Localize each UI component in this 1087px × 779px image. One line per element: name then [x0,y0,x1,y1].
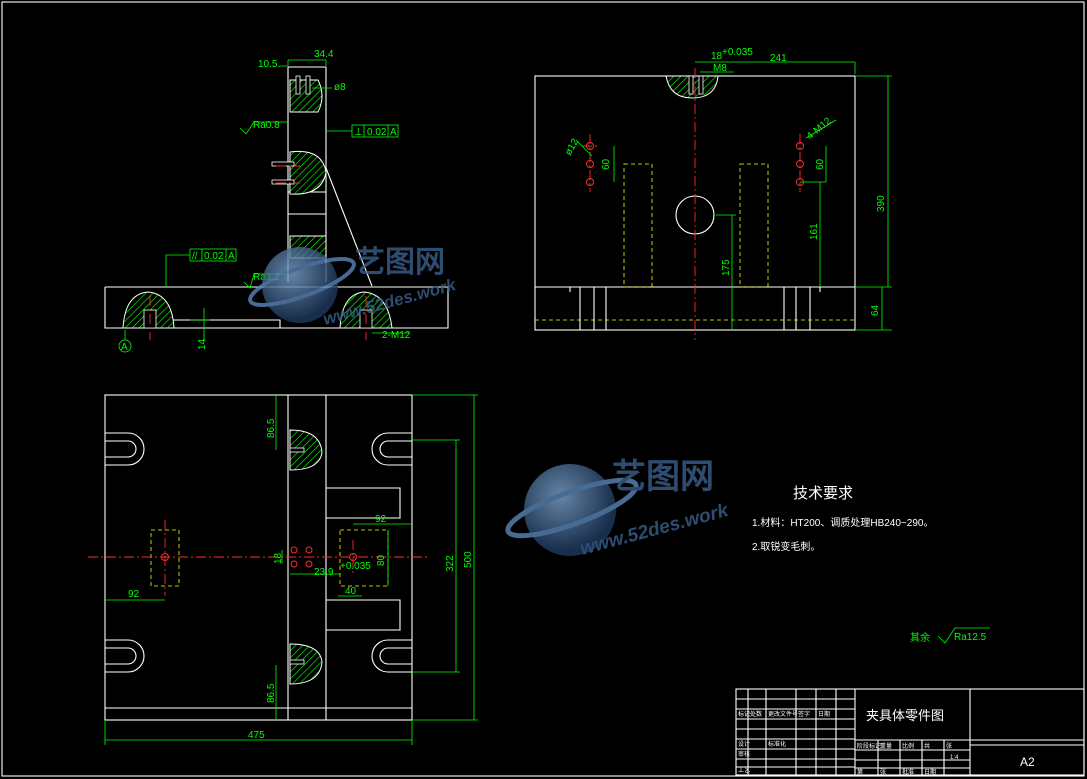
title-block-label: 阶段标记 [857,742,881,750]
top-section-hatch-lower [289,643,323,685]
technical-requirements: 技术要求 1.材料：HT200、调质处理HB240~290。 2.取锐变毛刺。 [752,485,933,553]
tolerance-par-datum: A [228,251,235,262]
drawing-title: 夹具体零件图 [866,708,944,723]
title-block-label: 张 [946,742,952,750]
watermark-brand-large: 艺图网 [612,458,714,496]
dim-10.5: 10.5 [258,59,278,70]
roughness-ra0.8: Ra0.8 [253,120,280,131]
side-holes-left [582,134,598,192]
title-block-label: 批准 [902,768,914,776]
dim-322: 322 [445,555,456,572]
watermark-large: 艺图网 www.52des.work [505,458,732,560]
dim-23.9: 23.9 [314,567,334,578]
title-block-label: 标记 [738,710,750,718]
dim-92-left: 92 [128,589,140,600]
dim-86.5-bottom: 86.5 [266,683,277,703]
dim-60-left: 60 [601,158,612,170]
side-view: 18 +0.035 241 M8 ø12 60 4-M12 60 390 161… [534,47,892,340]
title-block-label: 审核 [738,750,750,758]
side-holes-right [796,134,804,192]
title-block-label: 签字 [798,710,810,718]
title-block-label: 日期 [924,768,936,776]
dim-23.9-tol: +0.035 [340,561,371,572]
dim-14: 14 [197,338,208,350]
title-block-label: 设计 [738,740,750,748]
dim-m8: M8 [713,63,727,74]
dim-dia12: ø12 [563,137,581,158]
top-section-hatch-upper [289,429,323,471]
dim-60-right: 60 [815,158,826,170]
title-block-labels: 标记处数更改文件号签字日期设计标准化审核工艺阶段标记重量比例共张第张批准日期 [738,710,952,776]
tech-req-item-1: 1.材料：HT200、调质处理HB240~290。 [752,516,933,529]
dim-175: 175 [721,259,732,276]
title-block-label: 共 [924,742,930,750]
watermark-brand-small: 艺图网 [355,246,445,279]
dim-241: 241 [770,53,787,64]
title-block-label: 重量 [880,742,892,750]
tolerance-perp-datum: A [390,127,397,138]
dim-18: 18 [711,51,723,62]
title-block-label: 比例 [902,742,914,750]
tolerance-par-value: 0.02 [204,251,224,262]
title-block: 夹具体零件图 A2 1:4 标记处数更改文件号签字日期设计标准化审核工艺阶段标记… [735,688,1085,776]
title-block-label: 工艺 [738,766,750,774]
section-hatch-mid [289,150,327,195]
tolerance-perp-value: 0.02 [367,127,387,138]
top-view: 86.5 92 18 92 80 23.9 +0.035 40 322 500 … [88,394,478,745]
sheet-size: A2 [1020,755,1035,769]
scale-cell: 1:4 [950,755,959,761]
dim-86.5-top: 86.5 [266,418,277,438]
title-block-label: 日期 [818,710,830,718]
dim-40: 40 [345,586,357,597]
title-block-label: 张 [880,768,886,776]
dim-34.4: 34.4 [314,49,334,60]
dim-4-m12: 4-M12 [805,115,834,142]
datum-a-label: A [121,342,128,353]
dim-500: 500 [463,551,474,568]
dim-92-right: 92 [375,514,387,525]
dim-390: 390 [876,195,887,212]
dim-dia8: ø8 [334,82,346,93]
dim-475: 475 [248,730,265,741]
dim-18-top: 18 [273,552,284,564]
surface-finish-note: 其余 Ra12.5 [910,627,990,644]
title-block-label: 标准化 [768,740,786,748]
dim-2-M12: 2-M12 [382,330,411,341]
tech-req-heading: 技术要求 [793,485,853,502]
dim-64: 64 [870,304,881,316]
tolerance-perp-symbol: ⊥ [354,127,363,138]
tech-req-item-2: 2.取锐变毛刺。 [752,540,820,553]
surface-finish-prefix: 其余 [910,631,930,644]
tolerance-par-symbol: // [192,251,198,262]
dim-80: 80 [376,554,387,566]
title-block-label: 第 [857,768,863,776]
title-block-label: 更改文件号 [768,710,798,718]
title-block-label: 处数 [750,710,762,718]
dim-18-tol: +0.035 [722,47,753,58]
surface-finish-value: Ra12.5 [954,632,987,643]
dim-161: 161 [809,223,820,240]
